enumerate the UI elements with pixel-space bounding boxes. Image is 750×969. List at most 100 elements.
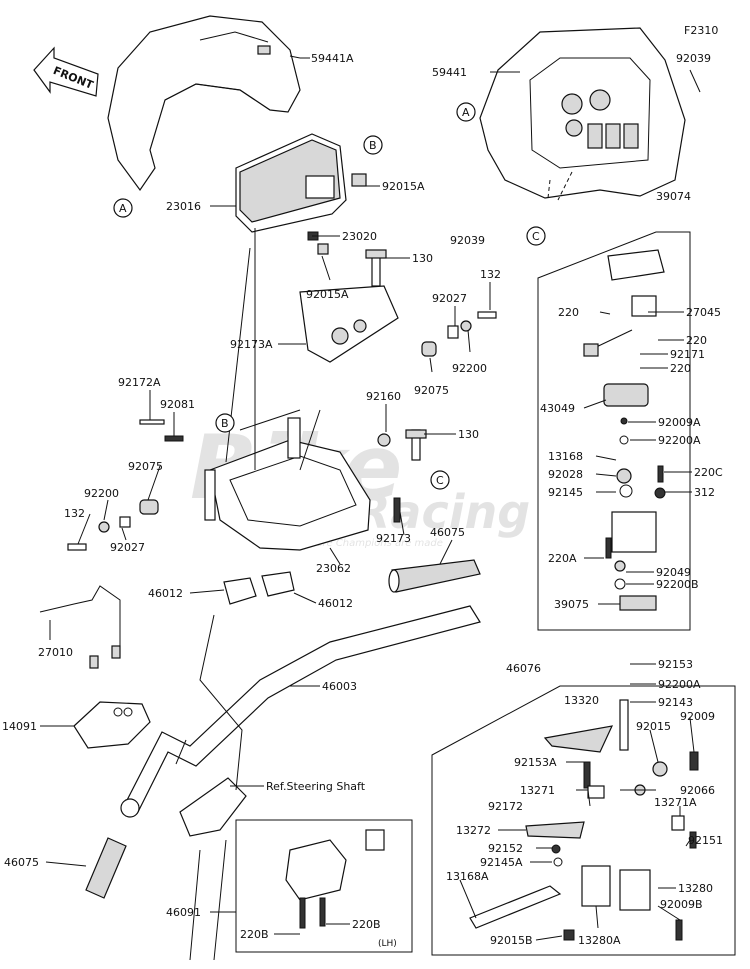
part-label: 92028: [548, 468, 583, 481]
handlebar-46003: [120, 605, 481, 818]
part-label: 92200A: [658, 434, 701, 447]
part-labels: 59441A 59441 92039 23016 92015A 23020 92…: [2, 52, 723, 949]
cover-14091: [73, 701, 151, 749]
part-label: 92200A: [658, 678, 701, 691]
part-label: 92200B: [656, 578, 699, 591]
callout-a-1: A: [119, 202, 127, 215]
part-label: 312: [694, 486, 715, 499]
callout-a-2: A: [462, 106, 470, 119]
part-label: 14091: [2, 720, 37, 733]
part-label: 27010: [38, 646, 73, 659]
part-label: 59441: [432, 66, 467, 79]
part-label: 92015: [636, 720, 671, 733]
part-label: 92027: [432, 292, 467, 305]
front-arrow: FRONT: [33, 46, 99, 97]
watermark-tagline: Where Champions are made: [300, 538, 443, 549]
bracket-23062: [204, 285, 399, 551]
part-label: 92075: [414, 384, 449, 397]
part-label: Ref.Steering Shaft: [266, 780, 366, 793]
part-label: 220B: [352, 918, 381, 931]
part-label: 13168: [548, 450, 583, 463]
part-label: 46012: [148, 587, 183, 600]
part-label: 13168A: [446, 870, 489, 883]
part-label: 92151: [688, 834, 723, 847]
part-label: 92049: [656, 566, 691, 579]
grip-46075-bottom: [85, 837, 127, 899]
part-label: 13280A: [578, 934, 621, 947]
part-label: 23016: [166, 200, 201, 213]
cover-59441: [479, 27, 686, 201]
part-label: 92172: [488, 800, 523, 813]
part-label: 92200: [84, 487, 119, 500]
part-label: 92173: [376, 532, 411, 545]
part-label: 46012: [318, 597, 353, 610]
part-label: 39074: [656, 190, 691, 203]
part-label: 92015A: [382, 180, 425, 193]
part-label: (LH): [378, 939, 397, 949]
part-label: 130: [412, 252, 433, 265]
part-label: 92075: [128, 460, 163, 473]
part-label: 13320: [564, 694, 599, 707]
steering-clamp: [179, 777, 247, 961]
part-label: 92173A: [230, 338, 273, 351]
leader-lines: [40, 55, 701, 941]
part-label: 220: [686, 334, 707, 347]
part-label: 92009B: [660, 898, 703, 911]
part-label: 132: [480, 268, 501, 281]
part-label: 92172A: [118, 376, 161, 389]
rh-switch-box-39074: [537, 231, 691, 631]
part-label: 92152: [488, 842, 523, 855]
part-label: 92039: [450, 234, 485, 247]
lh-switch-box: [235, 819, 413, 953]
part-label: 92160: [366, 390, 401, 403]
part-label: 220: [670, 362, 691, 375]
headlight-23016: [235, 133, 367, 255]
clamps-46012: [223, 571, 295, 605]
part-label: 13280: [678, 882, 713, 895]
part-label: 13271A: [654, 796, 697, 809]
part-label: 92081: [160, 398, 195, 411]
part-label: 92027: [110, 541, 145, 554]
callout-b-2: B: [221, 417, 229, 430]
part-label: 220B: [240, 928, 269, 941]
part-label: 92145: [548, 486, 583, 499]
part-label: 23062: [316, 562, 351, 575]
part-label: 23020: [342, 230, 377, 243]
part-label: 46003: [322, 680, 357, 693]
callout-c-2: C: [436, 474, 444, 487]
cover-59441a: [107, 15, 301, 192]
grip-46075-top: [388, 559, 481, 593]
part-label: 43049: [540, 402, 575, 415]
part-label: 46075: [430, 526, 465, 539]
part-label: 13272: [456, 824, 491, 837]
part-label: 46091: [166, 906, 201, 919]
part-label: 46075: [4, 856, 39, 869]
part-label: 92039: [676, 52, 711, 65]
watermark-line2: Racing: [355, 485, 530, 539]
part-label: 13271: [520, 784, 555, 797]
part-label: 46076: [506, 662, 541, 675]
part-label: 92015A: [306, 288, 349, 301]
switch-27010: [39, 585, 121, 669]
part-label: 92171: [670, 348, 705, 361]
part-label: 92153: [658, 658, 693, 671]
part-label: 220A: [548, 552, 577, 565]
fasteners-middle: [67, 249, 497, 551]
part-label: 92200: [452, 362, 487, 375]
part-label: 92153A: [514, 756, 557, 769]
part-label: 39075: [554, 598, 589, 611]
part-label: 132: [64, 507, 85, 520]
part-label: 92066: [680, 784, 715, 797]
part-label: 27045: [686, 306, 721, 319]
callout-b-1: B: [369, 139, 377, 152]
part-label: 220: [558, 306, 579, 319]
part-label: 92015B: [490, 934, 533, 947]
part-label: 130: [458, 428, 479, 441]
callout-c-1: C: [532, 230, 540, 243]
part-label: 92009A: [658, 416, 701, 429]
part-label: 220C: [694, 466, 723, 479]
callouts: A A B B C C: [113, 102, 546, 490]
part-label: 92143: [658, 696, 693, 709]
part-label: 92145A: [480, 856, 523, 869]
